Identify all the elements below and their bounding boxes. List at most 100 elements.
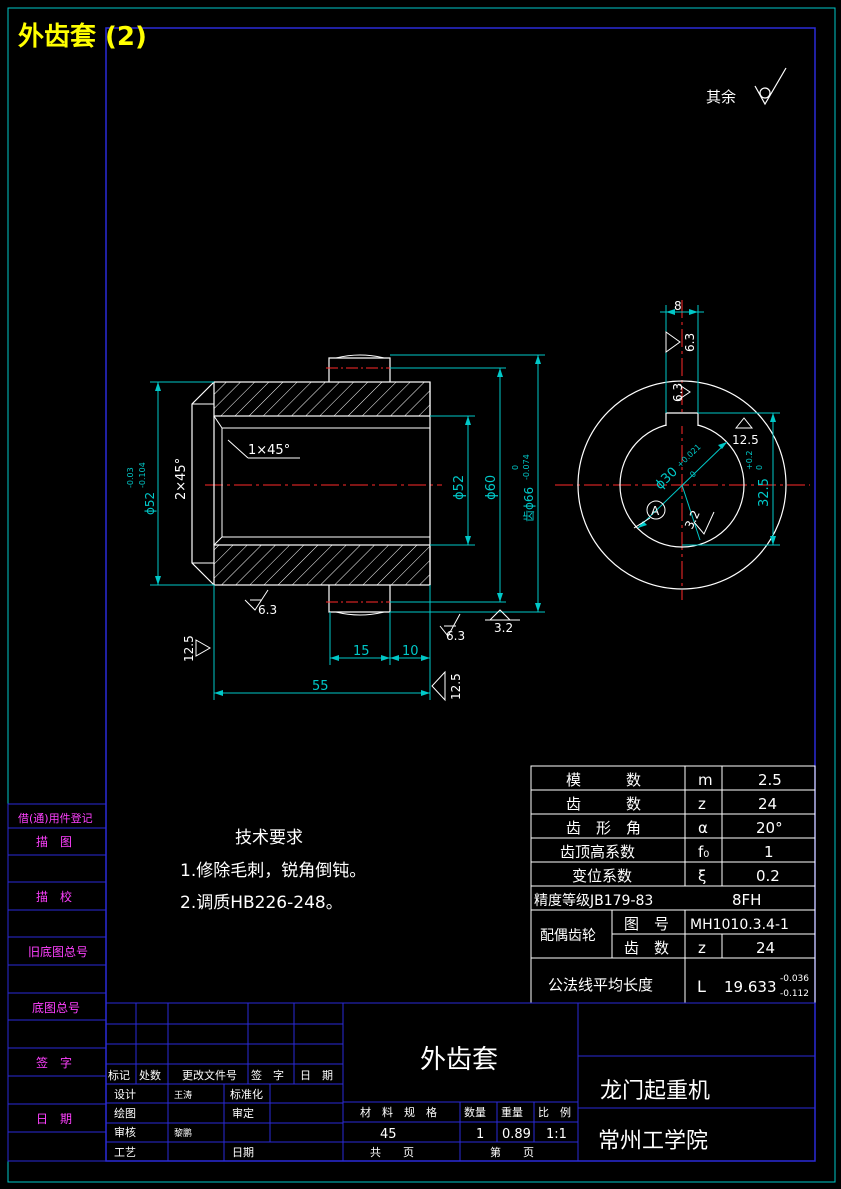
tech-req-item-1: 1.修除毛刺，锐角倒钝。 [180, 861, 366, 881]
sheet-title: 外齿套 (2) [18, 22, 147, 52]
gear-row-name: 齿 数 [566, 795, 641, 813]
gear-row-val: 2.5 [758, 771, 782, 789]
scale-value: 1:1 [546, 1127, 567, 1142]
side-labels: 借(通)用件登记 描 图 描 校 旧底图总号 底图总号 签 字 日 期 [18, 811, 93, 1126]
side-label: 描 图 [36, 835, 72, 849]
page-number: 第 页 [490, 1145, 534, 1159]
roughness-3-2: 3.2 [494, 621, 513, 635]
roughness-6-3-b: 6.3 [446, 629, 465, 643]
dim-len-15: 15 [353, 644, 370, 659]
side-label: 日 期 [36, 1112, 72, 1126]
roughness-12-5-c: 12.5 [732, 433, 759, 447]
weight-header: 重量 [501, 1105, 523, 1119]
wn-upper: -0.036 [780, 974, 809, 984]
check-label: 审核 [114, 1125, 136, 1139]
outer-frame [7, 7, 836, 1183]
wn-lower: -0.112 [780, 989, 809, 999]
dim-chamfer-outer: 2×45° [174, 458, 189, 500]
roughness-symbol-icon [754, 67, 787, 106]
rev-header: 处数 [139, 1069, 161, 1082]
dim-d66: 齿ϕ66 [522, 487, 536, 522]
checker-name: 黎鹏 [174, 1127, 192, 1139]
dim-d66-upper: 0 [511, 465, 520, 470]
rev-header: 更改文件号 [182, 1068, 237, 1082]
roughness-note-label: 其余 [706, 88, 736, 106]
dim-chamfer-inner: 1×45° [248, 443, 290, 458]
weight-value: 0.89 [502, 1127, 531, 1142]
dim-d52-tol-upper: -0.03 [126, 467, 135, 488]
dim-keyway-width: 8 [674, 299, 682, 313]
title-block [105, 1002, 816, 1162]
wn-symbol: L [697, 977, 706, 996]
dim-len-55: 55 [312, 679, 329, 694]
gear-row-name: 变位系数 [572, 867, 632, 885]
gear-table-text: 模 数 m 2.5 齿 数 z 24 齿 形 角 α 20° 齿顶高系数 f₀ … [534, 771, 809, 999]
dim-d30-upper: +0.021 [675, 442, 703, 469]
inner-frame [105, 27, 816, 1162]
roughness-6-3-c: 6.3 [683, 333, 697, 352]
dim-key-lower: 0 [755, 465, 764, 470]
roughness-3-2-b: 3.2 [682, 508, 703, 531]
rev-header: 签 字 [251, 1068, 284, 1082]
dim-len-10: 10 [402, 644, 419, 659]
standard-label: 标准化 [230, 1087, 263, 1101]
dim-d30: ϕ30 [652, 465, 680, 493]
title-block-text: 外齿套 龙门起重机 常州工学院 标记 处数 更改文件号 签 字 日 期 设计 王… [108, 1045, 710, 1159]
wn-label: 公法线平均长度 [548, 976, 653, 994]
draw-label: 绘图 [114, 1106, 136, 1120]
roughness-12-5-b: 12.5 [449, 673, 463, 700]
school-name: 常州工学院 [598, 1129, 708, 1154]
mating-row-name: 齿 数 [624, 939, 669, 957]
process-label: 工艺 [114, 1146, 136, 1159]
roughness-6-3-d: 6.3 [671, 383, 685, 402]
designer-name: 王涛 [174, 1089, 192, 1101]
precision-value: 8FH [732, 891, 761, 909]
dim-d52-tol: ϕ52 [143, 492, 157, 515]
side-label: 底图总号 [32, 1000, 80, 1015]
section-view: ϕ52 -0.03 -0.104 2×45° 1×45° ϕ52 ϕ60 齿ϕ6… [126, 354, 545, 702]
review-label: 审定 [232, 1106, 254, 1120]
tech-req-item-2: 2.调质HB226-248。 [180, 893, 343, 913]
datum-label: A [651, 504, 660, 518]
side-label: 旧底图总号 [28, 944, 88, 959]
precision-label: 精度等级JB179-83 [534, 892, 653, 909]
gear-row-sym: z [698, 795, 706, 813]
qty-header: 数量 [464, 1106, 486, 1119]
rev-header: 标记 [108, 1068, 130, 1082]
part-name: 外齿套 [420, 1045, 498, 1075]
tech-req-heading: 技术要求 [235, 828, 303, 848]
date-label: 日期 [232, 1146, 254, 1159]
machine-name: 龙门起重机 [600, 1079, 710, 1104]
roughness-6-3-a: 6.3 [258, 603, 277, 617]
material-value: 45 [380, 1127, 397, 1142]
mating-row-val: 24 [756, 939, 775, 957]
mating-row-val: MH1010.3.4-1 [690, 917, 789, 933]
gear-row-val: 1 [764, 843, 774, 861]
dim-key-32-5: 32.5 [757, 478, 772, 507]
gear-row-name: 齿顶高系数 [560, 843, 635, 861]
side-registration-column [7, 803, 107, 1162]
dim-d66-lower: -0.074 [522, 454, 531, 480]
dim-d30-lower: 0 [688, 469, 698, 479]
gear-row-val: 0.2 [756, 867, 780, 885]
gear-row-sym: f₀ [698, 843, 709, 861]
rev-header: 日 期 [300, 1069, 333, 1082]
total-pages: 共 页 [370, 1146, 414, 1159]
scale-header: 比 例 [538, 1105, 571, 1119]
qty-value: 1 [476, 1127, 484, 1142]
mating-gear-label: 配偶齿轮 [540, 928, 596, 944]
design-label: 设计 [114, 1088, 136, 1101]
dim-d52-tol-lower: -0.104 [138, 462, 147, 488]
gear-row-sym: m [698, 771, 713, 789]
side-label: 描 校 [36, 889, 72, 904]
gear-row-name: 齿 形 角 [566, 819, 641, 837]
dim-d52: ϕ52 [452, 475, 467, 500]
gear-row-val: 24 [758, 795, 777, 813]
dim-d60: ϕ60 [484, 475, 499, 500]
dim-key-upper: +0.2 [745, 451, 754, 470]
end-view: 8 6.3 6.3 12.5 ϕ30 +0.021 0 32.5 +0.2 0 … [555, 299, 810, 600]
gear-row-sym: ξ [698, 867, 706, 885]
material-header: 材 料 规 格 [360, 1105, 437, 1119]
mating-row-sym: z [698, 939, 706, 957]
